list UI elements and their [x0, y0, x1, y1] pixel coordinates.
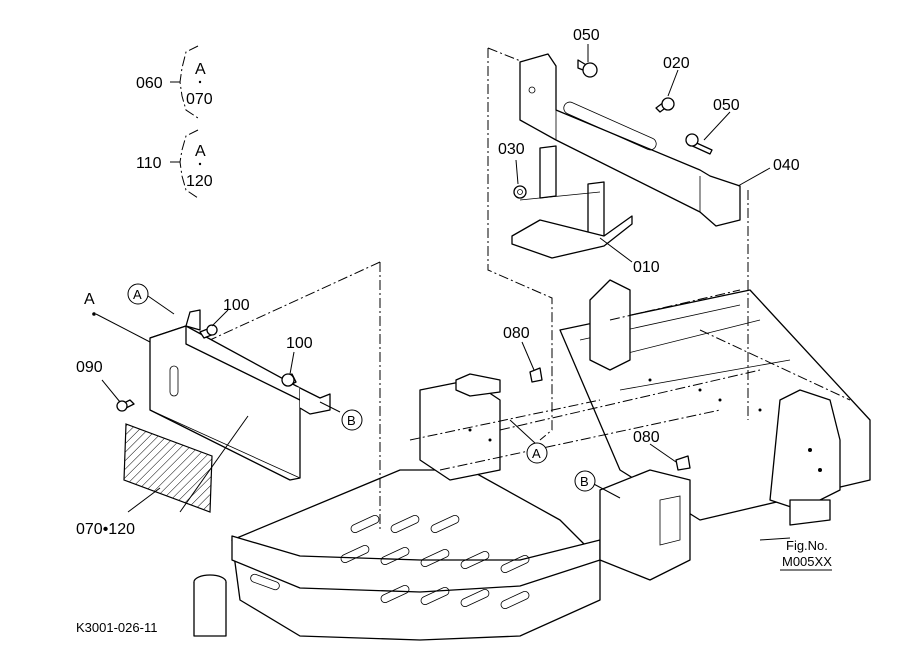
- ref-b-circle-top: B: [341, 409, 363, 431]
- upper-assembly: [487, 47, 749, 441]
- svg-text:B: B: [580, 474, 589, 489]
- part-100-upper: 100: [223, 297, 250, 314]
- leader-lines: [95, 44, 791, 541]
- part-050-top: 050: [573, 27, 600, 44]
- main-frame: [193, 279, 871, 641]
- part-080-left: 080: [503, 325, 530, 342]
- ref-b-circle-frame: B: [574, 470, 596, 492]
- group-legend-060: 060 A 070: [136, 45, 213, 119]
- fig-number: M005XX: [782, 554, 832, 569]
- group-top-060: A: [195, 61, 206, 78]
- part-050-right: 050: [713, 97, 740, 114]
- group-top-110: A: [195, 143, 206, 160]
- ref-a-plain: A: [84, 291, 95, 308]
- fasteners: [116, 59, 713, 471]
- part-020: 020: [663, 55, 690, 72]
- part-010: 010: [633, 259, 660, 276]
- part-100-lower: 100: [286, 335, 313, 352]
- group-bottom-060: 070: [186, 91, 213, 108]
- fig-label: Fig.No.: [786, 538, 828, 553]
- svg-text:A: A: [532, 446, 541, 461]
- part-030: 030: [498, 141, 525, 158]
- svg-text:B: B: [347, 413, 356, 428]
- group-legend-110: 110 A 120: [136, 129, 213, 199]
- part-040: 040: [773, 157, 800, 174]
- part-080-right: 080: [633, 429, 660, 446]
- drawing-code: K3001-026-11: [76, 620, 157, 635]
- svg-text:A: A: [133, 287, 142, 302]
- side-cover-assembly: [123, 261, 381, 530]
- group-id-060: 060: [136, 75, 163, 92]
- ref-a-circle-top: A: [127, 283, 149, 305]
- ref-a-circle-frame: A: [526, 442, 548, 464]
- group-bottom-110: 120: [186, 173, 213, 190]
- group-id-110: 110: [136, 155, 162, 172]
- part-070-120: 070•120: [76, 521, 135, 538]
- part-090: 090: [76, 359, 103, 376]
